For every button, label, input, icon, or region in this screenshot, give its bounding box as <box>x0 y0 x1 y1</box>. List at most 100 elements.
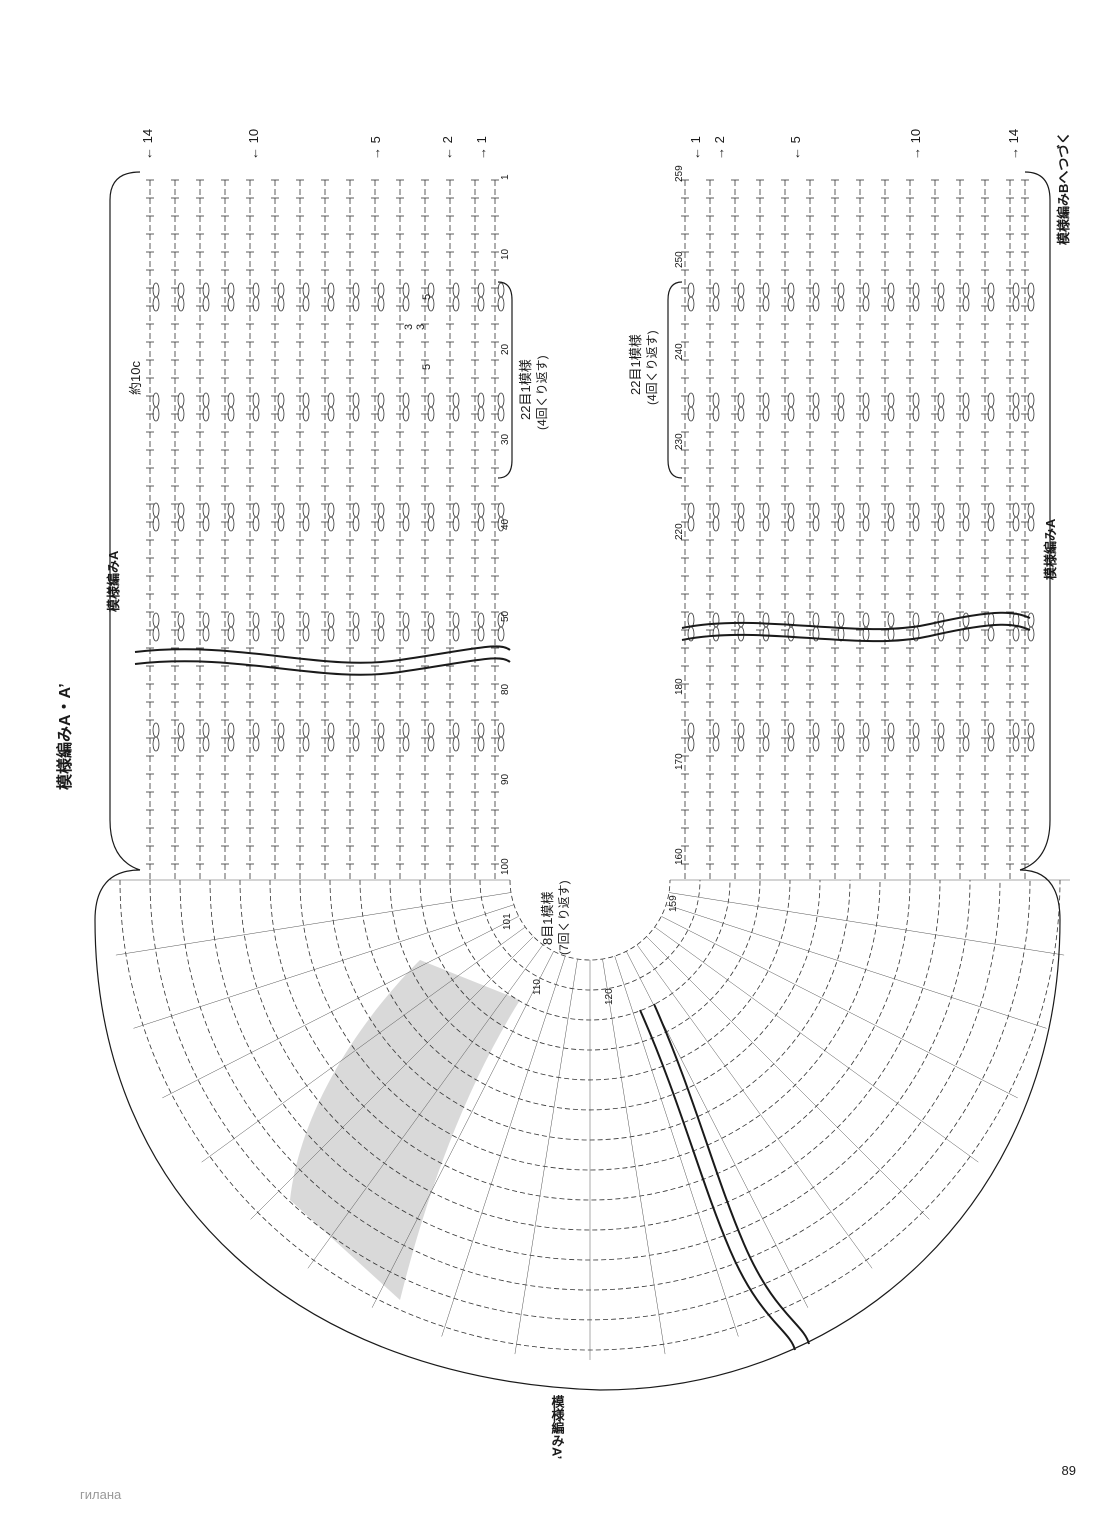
right-row-markers: ← 1 → 2 ← 5 → 10 → 14 <box>688 129 1021 160</box>
right-panel-row <box>981 179 995 880</box>
repeat-22-times-left: (4回くり返す) <box>535 355 549 430</box>
right-panel-row <box>681 179 695 880</box>
right-row-marker: ← 5 <box>788 136 803 160</box>
chart-title: 模様編みA・A’ <box>55 683 74 790</box>
left-panel-row <box>221 179 235 880</box>
left-panel-rows <box>146 179 505 880</box>
curve-row <box>509 879 671 961</box>
right-panel-row <box>731 179 745 880</box>
approx-label: 約10c <box>128 361 143 395</box>
watermark: гилана <box>80 1487 122 1502</box>
left-panel-row <box>321 179 335 880</box>
curve-stitch-count: 101 <box>502 913 513 930</box>
inner-number: 3 <box>415 324 427 330</box>
page-number: 89 <box>1061 1463 1076 1478</box>
curve-spoke <box>307 944 544 1269</box>
right-row-marker: → 2 <box>712 136 727 160</box>
pattern-a-prime-label: 模様編みA’ <box>550 1394 565 1459</box>
right-panel-row <box>956 179 970 880</box>
curve-spoke <box>250 936 534 1220</box>
left-panel-row <box>196 179 210 880</box>
brackets <box>94 171 1061 1391</box>
left-panel-row <box>446 179 460 880</box>
curve-spoke <box>668 892 1065 956</box>
right-row-marker: ← 1 <box>688 136 703 160</box>
left-panel-row <box>371 179 385 880</box>
left-stitch-count: 40 <box>500 518 511 530</box>
left-stitch-count: 20 <box>500 343 511 355</box>
left-panel-row <box>271 179 285 880</box>
continue-b-label: 模様編みBへつづく <box>1056 132 1071 245</box>
left-panel-row <box>171 179 185 880</box>
left-panel-row <box>396 179 410 880</box>
curve-stitch-count: 110 <box>532 979 543 995</box>
left-stitch-count: 30 <box>500 433 511 445</box>
right-stitch-count: 170 <box>674 753 685 770</box>
right-panel-row <box>856 179 870 880</box>
break-lines <box>134 611 1031 1351</box>
curve-spoke <box>441 956 566 1337</box>
right-panel-row <box>906 179 920 880</box>
right-panel-row <box>706 179 720 880</box>
curve-spoke <box>614 956 739 1337</box>
curve-stitch-count: 159 <box>668 895 679 912</box>
pattern-a-label-right: 模様編みA <box>1043 518 1058 580</box>
pattern-a-label-left: 模様編みA <box>106 550 121 612</box>
right-row-marker: → 10 <box>908 129 923 160</box>
repeat-8-times: (7回くり返す) <box>557 880 571 955</box>
inner-number: 5 <box>421 364 433 370</box>
left-panel-row <box>346 179 360 880</box>
left-panel-row <box>421 179 435 880</box>
left-stitch-count: 1 <box>500 174 511 180</box>
curve-spoke <box>162 916 519 1099</box>
left-stitch-count: 80 <box>500 683 511 695</box>
right-panel-row <box>756 179 770 880</box>
curve-spoke <box>602 958 666 1355</box>
right-panel-row <box>1006 179 1020 880</box>
left-stitch-count: 100 <box>500 858 511 875</box>
repeat-8: 8目1模様 <box>540 892 555 945</box>
curve-spoke <box>666 904 1047 1029</box>
curve-spoke <box>115 892 512 956</box>
right-row-marker: → 14 <box>1006 129 1021 160</box>
left-row-marker: → 5 <box>368 136 383 160</box>
curve-spoke <box>654 926 979 1163</box>
curve-row <box>299 879 881 1171</box>
right-stitch-count: 220 <box>674 523 685 540</box>
left-panel-row <box>246 179 260 880</box>
right-stitch-count: 230 <box>674 433 685 450</box>
inner-number: 3 <box>403 324 415 330</box>
right-stitch-count: 240 <box>674 343 685 360</box>
left-row-marker: → 1 <box>474 136 489 160</box>
left-row-markers: ← 14 ← 10 → 5 ← 2 → 1 <box>140 129 489 160</box>
curve-spoke <box>646 936 930 1220</box>
left-stitch-count: 50 <box>500 610 511 622</box>
curve-spoke <box>371 951 554 1308</box>
curve-spoke <box>636 944 873 1269</box>
left-row-marker: ← 14 <box>140 129 155 160</box>
right-stitch-count: 259 <box>674 165 685 182</box>
repeat-22-left: 22目1模様 <box>518 359 533 420</box>
right-panel-row <box>881 179 895 880</box>
curve-row <box>239 879 941 1231</box>
curve-spoke <box>514 958 578 1355</box>
right-panel-row <box>1021 179 1035 880</box>
repeat-22-right: 22目1模様 <box>628 334 643 395</box>
inner-number: 5 <box>421 294 433 300</box>
curve-spoke <box>661 916 1018 1099</box>
shaded-repeat-area <box>290 960 520 1300</box>
right-panel-rows <box>681 179 1035 880</box>
right-panel-row <box>831 179 845 880</box>
right-panel-row <box>931 179 945 880</box>
curve-spoke <box>133 904 514 1029</box>
left-row-marker: ← 10 <box>246 129 261 160</box>
right-stitch-count: 180 <box>674 678 685 695</box>
curve-spoke <box>201 926 526 1163</box>
left-row-marker: ← 2 <box>440 136 455 160</box>
left-stitch-count: 90 <box>500 773 511 785</box>
